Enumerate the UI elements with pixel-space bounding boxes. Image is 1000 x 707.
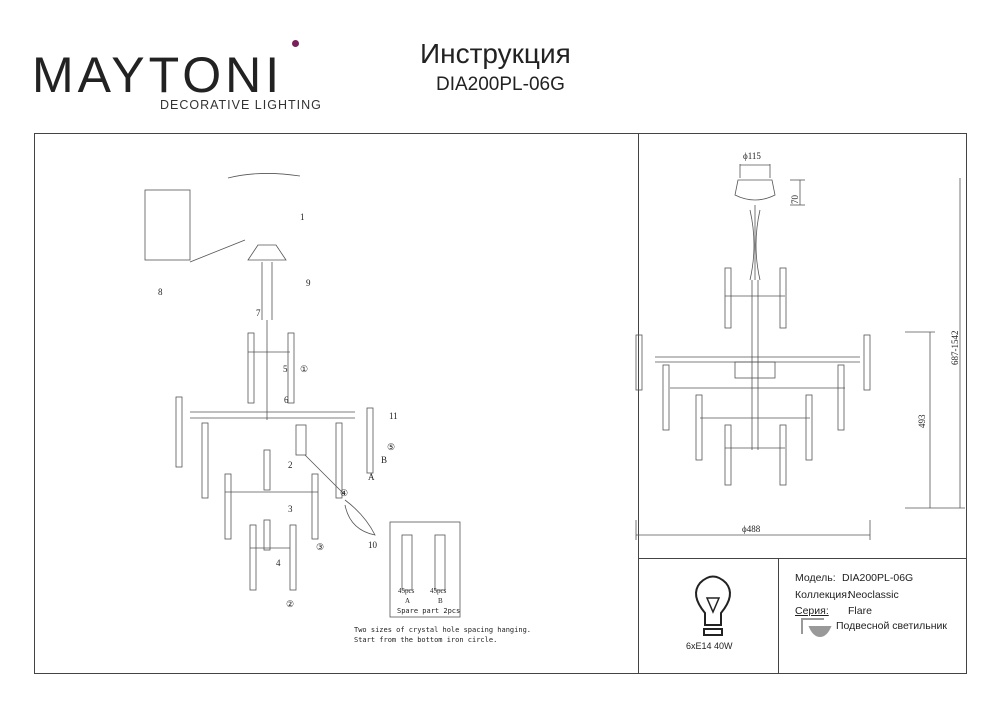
step-9: 9 <box>306 278 311 288</box>
model-label: Модель: <box>795 572 836 584</box>
drawing-frame <box>34 133 967 674</box>
spare-a-label: A <box>405 597 410 605</box>
crystal-b: B <box>381 455 387 465</box>
model-value: DIA200PL-06G <box>842 572 914 584</box>
dimension-labels: ϕ115 70 687-1542 493 ϕ488 <box>742 151 960 534</box>
circled-2: ② <box>286 599 294 609</box>
page-title: Инструкция <box>420 38 571 69</box>
assembly-drawing <box>144 173 461 618</box>
step-6: 6 <box>284 395 289 405</box>
divider <box>638 558 966 559</box>
pendant-lamp-icon <box>801 618 832 638</box>
overall-diameter: ϕ488 <box>742 524 761 534</box>
canopy-height: 70 <box>790 195 800 205</box>
collection-value: Neoclassic <box>848 589 899 601</box>
brand-tagline: DECORATIVE LIGHTING <box>160 98 322 112</box>
lamp-type: Подвесной светильник <box>836 620 947 632</box>
assembly-labels: 1 2 3 4 5 6 7 8 9 10 11 ① ② ③ ④ ⑤ A B 45… <box>158 212 460 615</box>
bulb-icon <box>695 575 731 636</box>
lamp-spec: 6xE14 40W <box>686 641 733 651</box>
step-3: 3 <box>288 504 293 514</box>
step-1: 1 <box>300 212 305 222</box>
collection-label: Коллекция: <box>795 589 850 601</box>
step-2: 2 <box>288 460 293 470</box>
divider <box>638 133 639 673</box>
divider <box>778 558 779 673</box>
brand-logo: MAYTONI <box>32 47 284 103</box>
canopy-diameter: ϕ115 <box>743 151 761 161</box>
total-height: 687-1542 <box>950 331 960 366</box>
spare-b-label: B <box>438 597 443 605</box>
logo-accent-dot <box>292 40 299 47</box>
step-8: 8 <box>158 287 163 297</box>
note-line: Start from the bottom iron circle. <box>354 636 498 644</box>
step-11: 11 <box>389 411 398 421</box>
circled-3: ③ <box>316 542 324 552</box>
wiring-inset <box>144 189 191 261</box>
note-line: Two sizes of crystal hole spacing hangin… <box>354 626 532 634</box>
spare-a-count: 45pcs <box>398 587 415 595</box>
spare-b-count: 45pcs <box>430 587 447 595</box>
step-7: 7 <box>256 308 261 318</box>
step-10: 10 <box>368 540 378 550</box>
step-4: 4 <box>276 558 281 568</box>
step-5: 5 <box>283 364 288 374</box>
body-height: 493 <box>917 414 927 428</box>
circled-5: ⑤ <box>387 442 395 452</box>
assembly-note: Two sizes of crystal hole spacing hangin… <box>354 625 531 645</box>
series-value: Flare <box>848 605 872 617</box>
dimension-drawing <box>635 164 965 540</box>
spare-parts-box <box>389 521 461 618</box>
model-heading: DIA200PL-06G <box>436 74 565 95</box>
circled-4: ④ <box>340 488 348 498</box>
circled-1: ① <box>300 364 308 374</box>
crystal-a: A <box>368 472 375 482</box>
series-label: Серия: <box>795 605 829 617</box>
spare-caption: Spare part 2pcs <box>397 607 460 615</box>
